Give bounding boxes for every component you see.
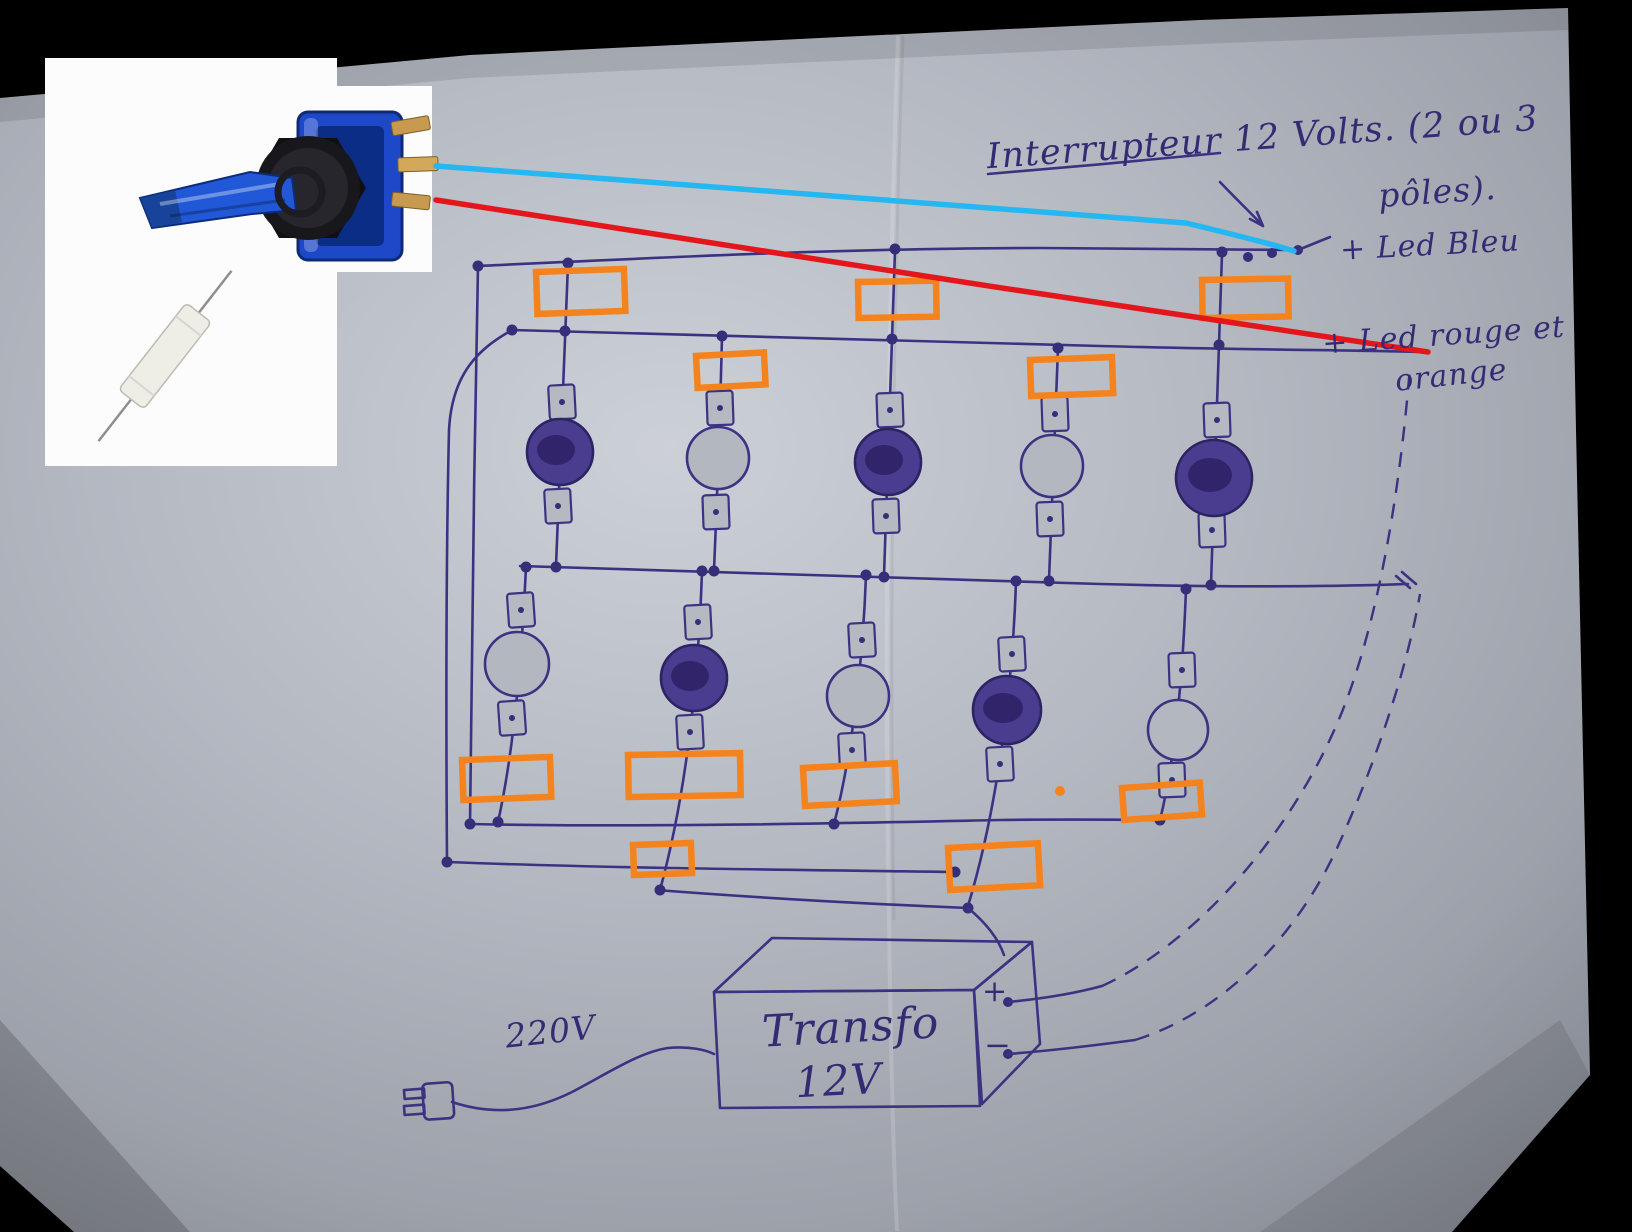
- paper-corner-shadow-2: [1260, 1020, 1590, 1232]
- switch-terminal: [390, 191, 431, 211]
- resistor-highlight: [692, 349, 769, 392]
- junction-dots: [441, 243, 1303, 1059]
- led-clear: [1146, 698, 1210, 762]
- orange-mark: [1055, 786, 1065, 796]
- transformer-minus-wire: [1006, 1038, 1137, 1056]
- resistor-highlight: [944, 839, 1044, 894]
- switch-terminal: [390, 115, 431, 137]
- annotation-underline: [986, 151, 1222, 176]
- blue-toggle-switch-photo: [138, 110, 439, 262]
- inset-photo-background: [45, 58, 337, 466]
- paper-top-shadow: [0, 8, 1568, 122]
- transformer-minus-terminal-label: −: [984, 1026, 1012, 1064]
- transformer-voltage-label: 12V: [793, 1053, 884, 1108]
- resistor-highlight: [629, 839, 696, 879]
- bus-middle: [518, 564, 1410, 588]
- transformer-name-label: Transfo: [760, 997, 941, 1058]
- resistor-highlight: [458, 753, 555, 804]
- resistor-highlight: [1198, 275, 1292, 322]
- bus-bottom-2: [445, 860, 957, 874]
- resistor-body: [119, 304, 211, 408]
- paper-crease: [884, 35, 900, 1232]
- bus-bottom-3: [654, 888, 970, 910]
- switch-contact-lever: [1296, 235, 1332, 252]
- resistor-highlight: [854, 277, 940, 322]
- transformer-plus-wire: [1006, 984, 1104, 1004]
- bus-red-led: [510, 328, 1424, 354]
- led-clear: [685, 425, 751, 491]
- wire-to-transformer: [966, 906, 1006, 957]
- bus-middle-end-scribble: [1394, 570, 1418, 590]
- dashed-wire-2: [1134, 593, 1422, 1042]
- annotation-arrow: [1218, 180, 1265, 228]
- blue-wire: [433, 163, 1297, 254]
- resistor-highlight: [1026, 353, 1117, 400]
- resistor-highlight: [624, 749, 745, 801]
- switch-lever-collar: [274, 166, 326, 218]
- transformer-plus-terminal-label: +: [982, 974, 1009, 1009]
- ceramic-power-resistor-photo: [97, 270, 233, 442]
- inset-photos: [45, 58, 439, 466]
- resistor-highlight: [1118, 779, 1206, 824]
- paper-corner-shadow: [0, 1020, 190, 1232]
- dashed-wire-1: [1101, 365, 1412, 988]
- bus-bottom-1: [468, 818, 1164, 827]
- switch-terminal: [397, 156, 439, 173]
- leds: [483, 417, 1254, 762]
- circuit-drawing: [402, 151, 1424, 1121]
- mains-cord: [450, 1046, 716, 1112]
- bus-top-blue-led: [476, 246, 1300, 268]
- red-wire: [433, 197, 1431, 355]
- led-clear: [483, 630, 551, 698]
- resistor-highlight: [532, 265, 629, 318]
- transformer-box: [712, 906, 1137, 1110]
- resistor-highlight: [799, 759, 901, 810]
- left-edge-wire-2: [445, 328, 514, 864]
- mains-plug: [402, 1046, 716, 1121]
- led-clear: [1019, 433, 1085, 499]
- resistor-highlights: [458, 265, 1292, 894]
- left-edge-wire-1: [468, 264, 480, 826]
- switch-annotation-line2: pôles).: [1376, 167, 1498, 216]
- led-clear: [825, 663, 891, 729]
